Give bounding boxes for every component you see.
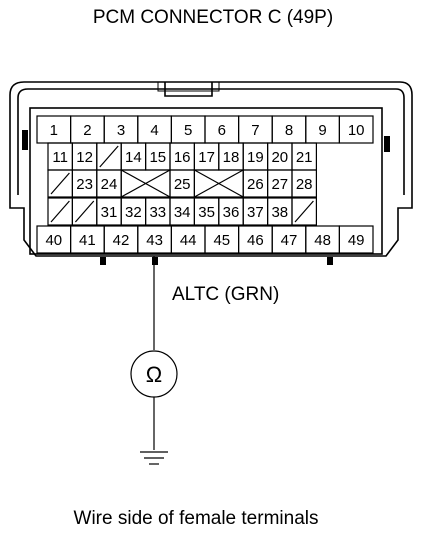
pin-number: 8 — [285, 122, 293, 139]
pin-number: 9 — [318, 122, 326, 139]
pin-number: 10 — [348, 122, 365, 139]
pin-number: 49 — [348, 232, 365, 249]
test-circuit — [130, 256, 178, 465]
pin-number: 27 — [271, 176, 288, 193]
pin-number: 21 — [296, 149, 313, 166]
pin-number: 35 — [198, 204, 215, 221]
diagram-title: PCM CONNECTOR C (49P) — [93, 7, 333, 28]
blank-cavity-cross — [120, 169, 171, 198]
pin-number: 4 — [150, 122, 158, 139]
pin-number: 47 — [281, 232, 298, 249]
pin-number: 24 — [101, 176, 118, 193]
blank-cavity-cross — [194, 169, 244, 198]
unused-pin-slash — [294, 200, 314, 223]
pin-cell-10 — [338, 115, 374, 144]
pin-number: 37 — [247, 204, 264, 221]
pin-number: 6 — [218, 122, 226, 139]
pin-number: 15 — [149, 149, 166, 166]
pin-number: 25 — [174, 176, 191, 193]
unused-pin-slash — [50, 200, 70, 223]
unused-pin-slash — [99, 145, 119, 168]
pin-number: 32 — [125, 204, 142, 221]
ohm-symbol: Ω — [146, 362, 162, 387]
pin-number: 14 — [125, 149, 142, 166]
pin-number: 33 — [149, 204, 166, 221]
pin-number: 45 — [213, 232, 230, 249]
unused-pin-slash — [74, 200, 95, 223]
pin-cell-49 — [338, 225, 374, 254]
unused-pin-slash — [50, 172, 70, 195]
pin-number: 43 — [146, 232, 163, 249]
pin-number: 7 — [251, 122, 259, 139]
blank-cavity — [120, 169, 171, 198]
pin-number: 28 — [296, 176, 313, 193]
connector-housing — [9, 81, 413, 265]
pin-number: 26 — [247, 176, 264, 193]
pin-number: 48 — [314, 232, 331, 249]
pin-number: 16 — [174, 149, 191, 166]
pin-number: 3 — [117, 122, 125, 139]
pin-number: 19 — [247, 149, 264, 166]
pin-number: 11 — [52, 149, 68, 166]
pin-cell-empty — [291, 197, 317, 226]
pin-number: 1 — [50, 122, 58, 139]
pin-number: 44 — [180, 232, 197, 249]
pin-number: 20 — [271, 149, 288, 166]
wire-label: ALTC (GRN) — [172, 284, 279, 305]
pin-number: 46 — [247, 232, 264, 249]
pin-number: 23 — [76, 176, 93, 193]
pin-number: 41 — [79, 232, 96, 249]
pin-number: 42 — [113, 232, 130, 249]
pin-number: 40 — [45, 232, 62, 249]
blank-cavity — [193, 169, 244, 198]
pin-number: 5 — [184, 122, 192, 139]
pin-number: 12 — [76, 149, 93, 166]
pin-cell-28 — [291, 169, 317, 198]
pin-number: 18 — [223, 149, 240, 166]
pin-number: 17 — [198, 149, 215, 166]
pin-number: 31 — [101, 204, 118, 221]
pin-number: 2 — [83, 122, 91, 139]
diagram-caption: Wire side of female terminals — [74, 508, 319, 529]
pin-number: 38 — [271, 204, 288, 221]
pin-number: 36 — [223, 204, 240, 221]
pin-number: 34 — [174, 204, 191, 221]
